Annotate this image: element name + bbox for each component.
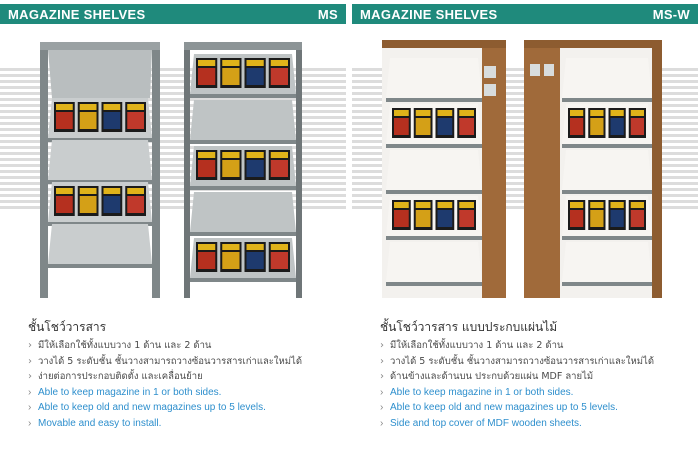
shelf-unit-double-sided [184,42,302,298]
feature-item-english: ›Able to keep magazine in 1 or both side… [380,385,698,401]
chevron-right-icon: › [380,417,384,429]
shelf-board [386,150,482,190]
product-panel-ms-w: MAGAZINE SHELVES MS-W [352,0,698,452]
feature-item: ›มีให้เลือกใช้ทั้งแบบวาง 1 ด้าน และ 2 ด้… [28,338,346,354]
product-image-ms-w [352,28,698,298]
description: ชั้นโชว์วารสาร ›มีให้เลือกใช้ทั้งแบบวาง … [28,318,346,432]
chevron-right-icon: › [28,371,32,383]
shelf-board [562,150,652,190]
shelf-board [562,242,652,282]
shelf-board [190,192,296,232]
shelf-board [190,100,296,140]
feature-item: ›ง่ายต่อการประกอบติดตั้ง และเคลื่อนย้าย [28,369,346,385]
chevron-right-icon: › [380,371,384,383]
product-image-ms [0,28,346,298]
header-title: MAGAZINE SHELVES [360,7,498,22]
description-heading: ชั้นโชว์วารสาร แบบประกบแผ่นไม้ [380,320,558,334]
chevron-right-icon: › [380,340,384,351]
backdrop-stripes [0,68,346,209]
chevron-right-icon: › [28,355,32,367]
wooden-shelf-unit-front [382,40,506,298]
wooden-shelf-unit-side [524,40,662,298]
feature-item-english: ›Able to keep magazine in 1 or both side… [28,385,346,401]
feature-item: ›ด้านข้างและด้านบน ประกบด้วยแผ่น MDF ลาย… [380,369,698,385]
product-panel-ms: MAGAZINE SHELVES MS ชั้นโชว์ว [0,0,346,452]
model-code: MS-W [652,7,690,22]
chevron-right-icon: › [380,355,384,367]
shelf-board [386,242,482,282]
panel-header: MAGAZINE SHELVES MS [0,4,346,24]
shelf-board [48,224,152,264]
description: ชั้นโชว์วารสาร แบบประกบแผ่นไม้ ›มีให้เลื… [380,318,698,432]
panel-header: MAGAZINE SHELVES MS-W [352,4,698,24]
header-title: MAGAZINE SHELVES [8,7,146,22]
chevron-right-icon: › [380,402,384,414]
chevron-right-icon: › [28,340,32,351]
chevron-right-icon: › [380,386,384,398]
feature-list: ›มีให้เลือกใช้ทั้งแบบวาง 1 ด้าน และ 2 ด้… [28,338,346,432]
chevron-right-icon: › [28,417,32,429]
description-heading: ชั้นโชว์วารสาร [28,320,107,334]
feature-item-english: ›Side and top cover of MDF wooden sheets… [380,416,698,432]
chevron-right-icon: › [28,402,32,414]
feature-item-english: ›Movable and easy to install. [28,416,346,432]
feature-item-english: ›Able to keep old and new magazines up t… [28,400,346,416]
shelf-board [48,140,152,180]
feature-item: ›มีให้เลือกใช้ทั้งแบบวาง 1 ด้าน และ 2 ด้… [380,338,698,354]
feature-item: ›วางได้ 5 ระดับชั้น ชั้นวางสามารถวางซ้อน… [28,354,346,370]
feature-list: ›มีให้เลือกใช้ทั้งแบบวาง 1 ด้าน และ 2 ด้… [380,338,698,432]
shelf-board [562,58,652,98]
shelf-board [386,58,482,98]
shelf-unit-single-sided [40,42,160,298]
model-code: MS [317,7,338,22]
feature-item: ›วางได้ 5 ระดับชั้น ชั้นวางสามารถวางซ้อน… [380,354,698,370]
feature-item-english: ›Able to keep old and new magazines up t… [380,400,698,416]
chevron-right-icon: › [28,386,32,398]
